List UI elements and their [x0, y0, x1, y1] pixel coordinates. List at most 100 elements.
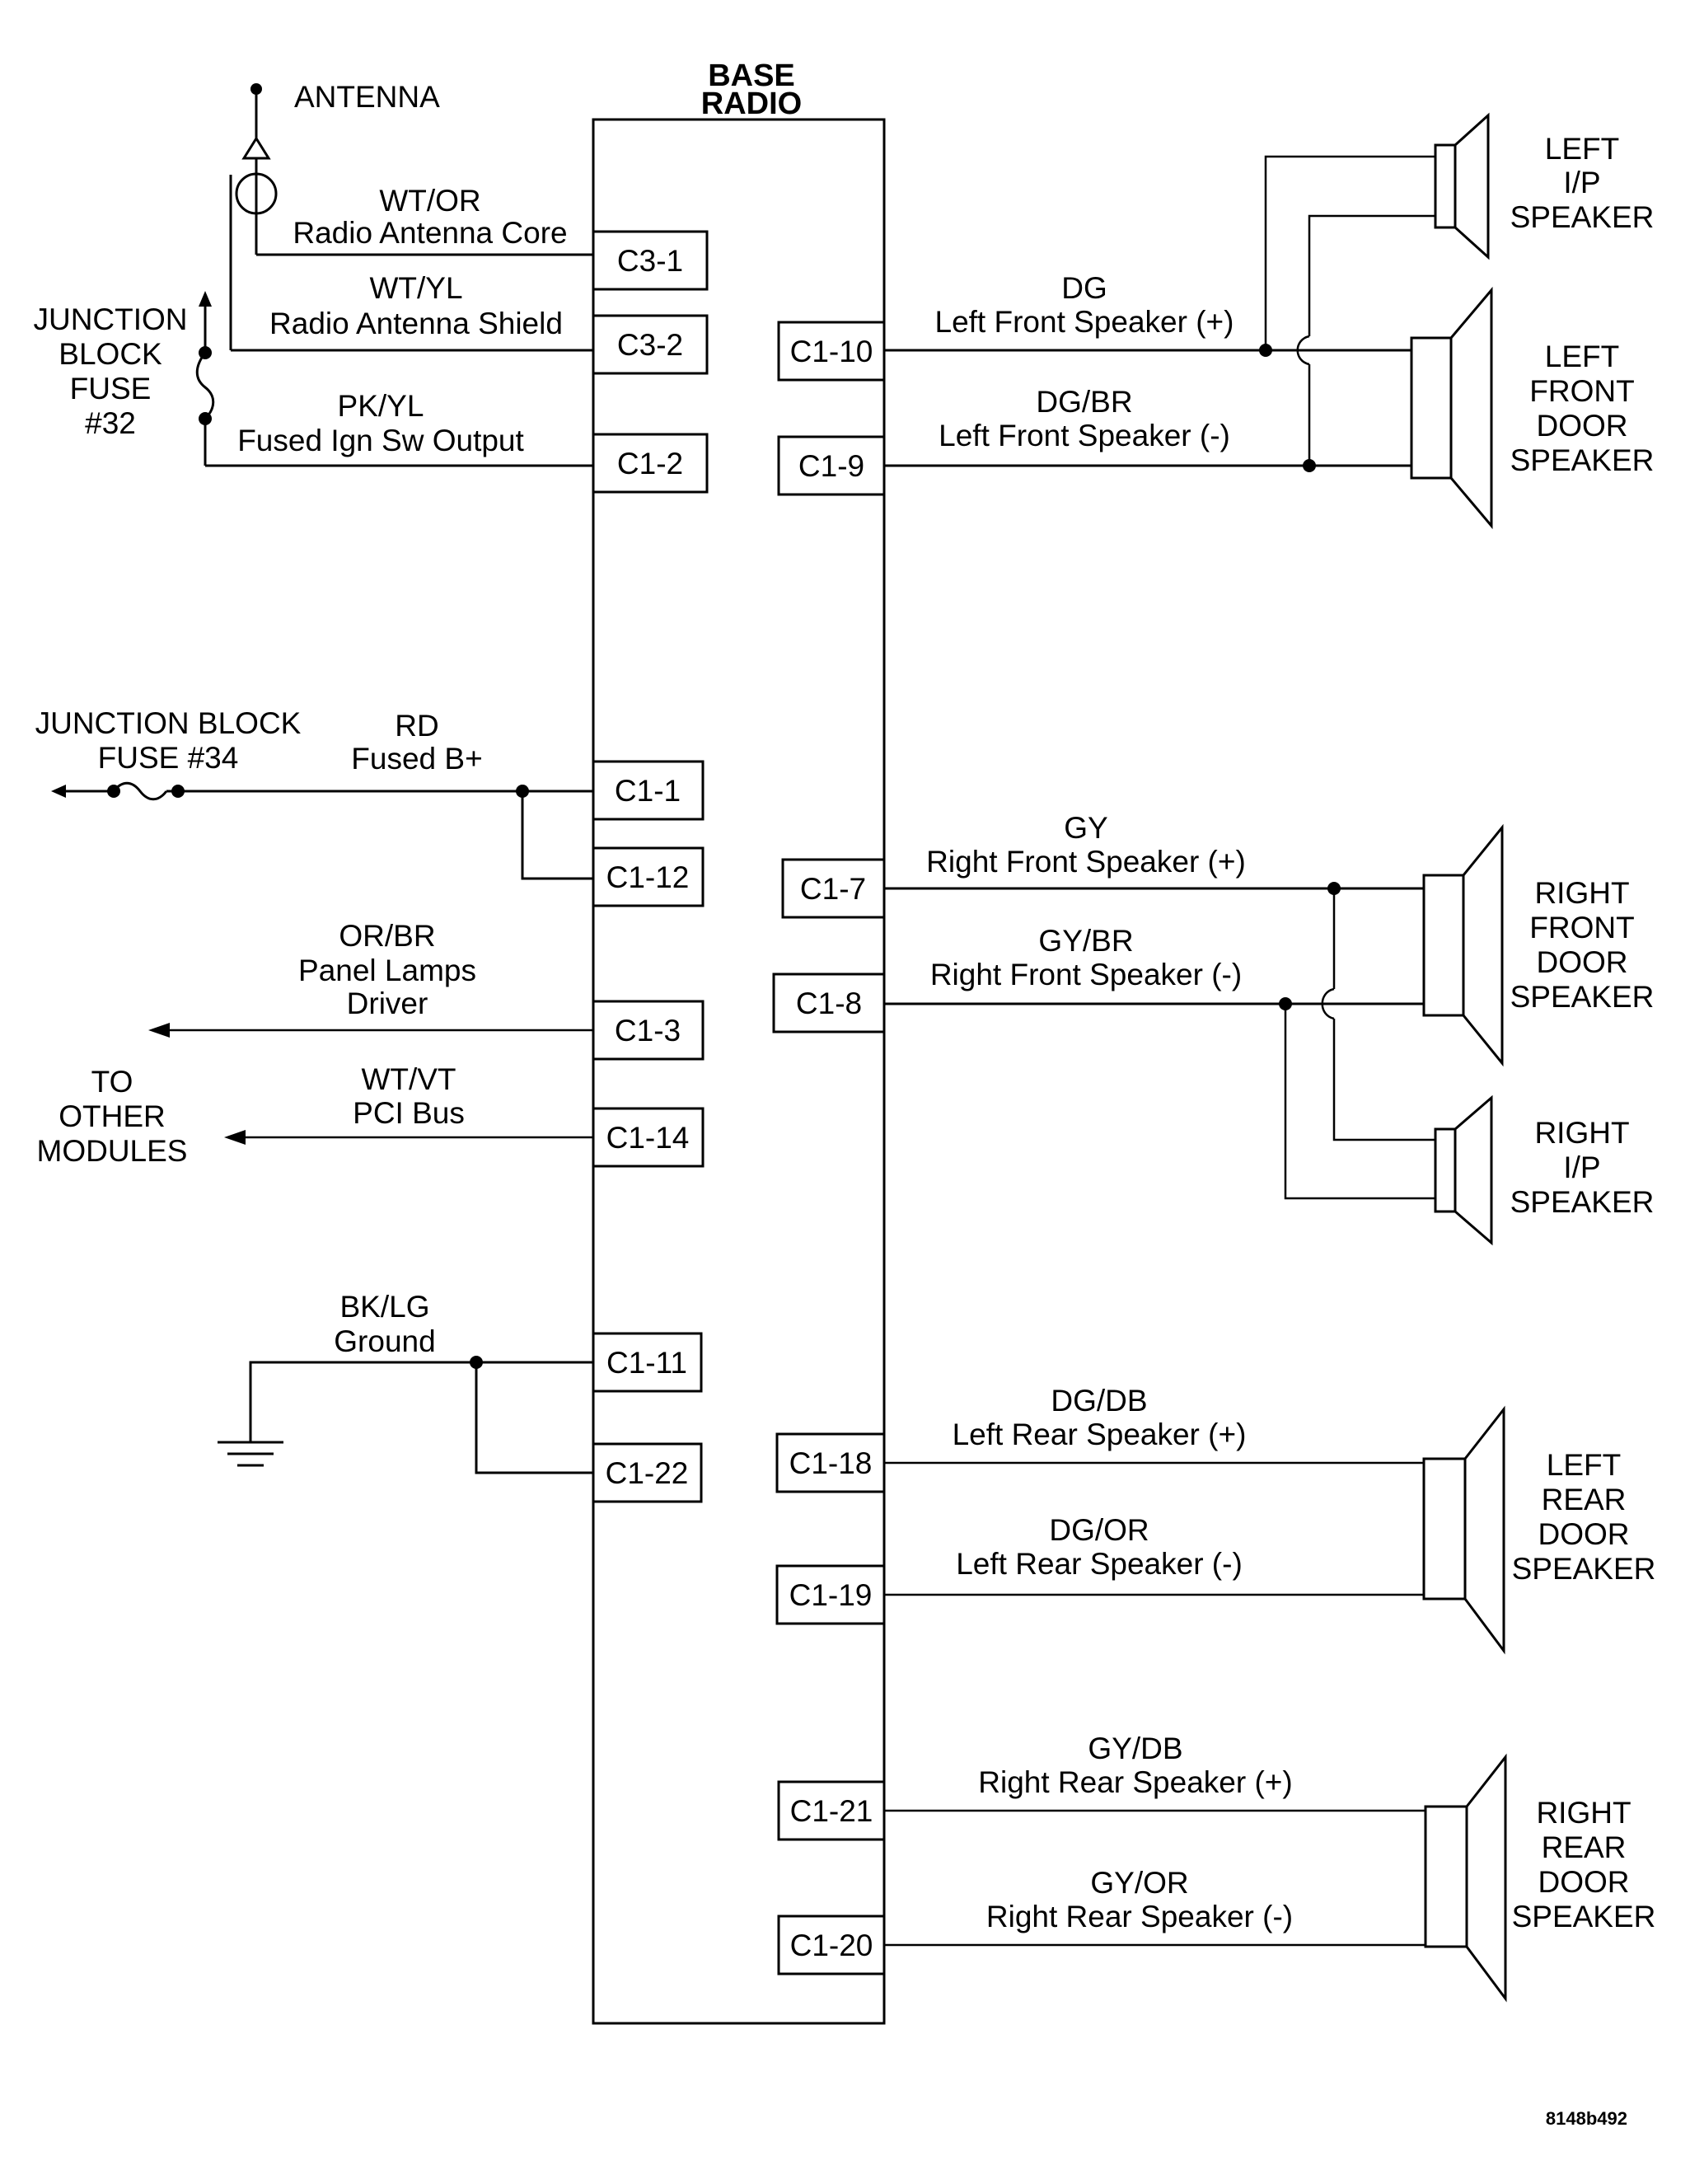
junction-32-line1: JUNCTION	[33, 302, 187, 336]
wire-rf-pos-desc: Right Front Speaker (+)	[926, 845, 1246, 879]
wire-fused-b-color: RD	[395, 709, 438, 743]
right-ip-label-1: RIGHT	[1534, 1116, 1629, 1150]
right-rear-label-2: REAR	[1542, 1830, 1627, 1864]
connector-c1-11-label: C1-11	[606, 1346, 687, 1380]
left-front-wiring	[884, 155, 1435, 472]
connector-c1-21: C1-21	[777, 1780, 886, 1841]
figure-id: 8148b492	[1546, 2108, 1627, 2129]
connector-c1-12: C1-12	[592, 846, 705, 907]
wire-rr-pos-desc: Right Rear Speaker (+)	[978, 1765, 1292, 1799]
wire-ground-color: BK/LG	[340, 1290, 430, 1324]
wire-lf-neg-desc: Left Front Speaker (-)	[939, 419, 1230, 452]
wire-ground-desc: Ground	[334, 1324, 435, 1358]
wire-antenna-shield-desc: Radio Antenna Shield	[269, 307, 563, 340]
connector-c1-2-label: C1-2	[617, 447, 683, 480]
junction-34-line1: JUNCTION BLOCK	[35, 706, 302, 740]
wire-rf-pos-color: GY	[1064, 811, 1107, 845]
right-front-door-speaker-icon	[1422, 823, 1504, 1067]
other-modules-line1: TO	[91, 1065, 133, 1099]
wire-lr-neg-color: DG/OR	[1049, 1513, 1149, 1547]
connector-c1-12-label: C1-12	[606, 860, 690, 894]
wire-rf-neg-color: GY/BR	[1038, 924, 1133, 958]
wire-rf-neg-desc: Right Front Speaker (-)	[930, 958, 1242, 991]
right-front-label-3: DOOR	[1537, 945, 1628, 979]
left-front-door-speaker-icon	[1410, 286, 1493, 530]
connector-c1-19: C1-19	[775, 1564, 886, 1625]
right-front-label-1: RIGHT	[1534, 876, 1629, 910]
antenna-symbol	[229, 83, 278, 350]
connector-c1-21-label: C1-21	[790, 1794, 873, 1828]
right-front-wiring	[884, 882, 1435, 1200]
connector-c1-10-label: C1-10	[790, 335, 873, 368]
left-rear-label-1: LEFT	[1547, 1448, 1621, 1482]
left-ip-label-1: LEFT	[1545, 132, 1619, 166]
left-ip-label-2: I/P	[1563, 166, 1600, 199]
wire-pci-bus-desc: PCI Bus	[353, 1096, 465, 1130]
connector-c1-20: C1-20	[777, 1915, 886, 1975]
left-rear-label-3: DOOR	[1538, 1517, 1630, 1551]
connector-c1-8: C1-8	[772, 972, 886, 1033]
wire-fused-b-desc: Fused B+	[351, 742, 482, 776]
wire-rr-neg-desc: Right Rear Speaker (-)	[986, 1900, 1293, 1933]
junction-32-line3: FUSE	[70, 372, 152, 405]
fuse-34-symbol	[51, 781, 185, 801]
left-ip-speaker-icon	[1434, 112, 1490, 260]
connector-c1-14: C1-14	[592, 1107, 705, 1168]
wire-panel-lamps-desc1: Panel Lamps	[298, 954, 476, 987]
connector-c1-2: C1-2	[592, 433, 709, 494]
connector-c1-11: C1-11	[592, 1332, 703, 1393]
wire-lf-neg-color: DG/BR	[1036, 385, 1132, 419]
right-ip-label-3: SPEAKER	[1510, 1185, 1655, 1219]
fuse-32-symbol	[195, 291, 215, 466]
wire-antenna-core-desc: Radio Antenna Core	[293, 216, 567, 250]
wire-ign-output-desc: Fused Ign Sw Output	[237, 424, 524, 457]
right-rear-door-speaker-icon	[1424, 1753, 1507, 2003]
connector-c1-10: C1-10	[777, 321, 886, 382]
left-rear-label-4: SPEAKER	[1512, 1552, 1656, 1586]
junction-34-line2: FUSE #34	[98, 741, 239, 775]
connector-c1-3: C1-3	[592, 1000, 705, 1061]
left-rear-label-2: REAR	[1542, 1483, 1627, 1516]
connector-c1-1-label: C1-1	[615, 774, 681, 808]
wire-ign-output-color: PK/YL	[338, 389, 424, 423]
connector-c1-9-label: C1-9	[798, 449, 864, 483]
other-modules-line3: MODULES	[37, 1134, 188, 1168]
right-front-label-4: SPEAKER	[1510, 980, 1655, 1014]
connector-c1-14-label: C1-14	[606, 1121, 690, 1155]
wire-rr-neg-color: GY/OR	[1090, 1866, 1188, 1900]
junction-32-line2: BLOCK	[59, 337, 162, 371]
wire-fused-b-c1-12	[521, 791, 593, 880]
wire-lr-pos-desc: Left Rear Speaker (+)	[953, 1418, 1247, 1451]
right-rear-label-3: DOOR	[1538, 1865, 1630, 1899]
connector-c1-20-label: C1-20	[790, 1929, 873, 1962]
connector-c1-18: C1-18	[775, 1432, 886, 1493]
wire-panel-lamps-desc2: Driver	[347, 987, 428, 1020]
base-radio-box	[592, 118, 886, 2025]
left-ip-label-3: SPEAKER	[1510, 200, 1655, 234]
connector-c1-22: C1-22	[592, 1442, 703, 1503]
connector-c1-22-label: C1-22	[606, 1456, 689, 1490]
left-front-label-1: LEFT	[1545, 340, 1619, 373]
right-front-label-2: FRONT	[1529, 911, 1634, 944]
connector-c3-2-label: C3-2	[617, 328, 683, 362]
wire-rr-pos-color: GY/DB	[1088, 1732, 1182, 1765]
left-rear-door-speaker-icon	[1422, 1405, 1505, 1655]
wire-lr-neg-desc: Left Rear Speaker (-)	[956, 1547, 1243, 1581]
connector-c3-2: C3-2	[592, 314, 709, 375]
connector-c1-19-label: C1-19	[789, 1578, 873, 1612]
left-front-label-2: FRONT	[1529, 374, 1634, 408]
ground-symbol	[218, 1441, 283, 1467]
left-front-label-4: SPEAKER	[1510, 443, 1655, 477]
connector-c1-9: C1-9	[777, 435, 886, 496]
radio-title-line1: BASE	[708, 59, 795, 93]
antenna-label: ANTENNA	[294, 80, 440, 114]
connector-c1-7-label: C1-7	[800, 872, 866, 906]
other-modules-line2: OTHER	[59, 1099, 166, 1133]
wire-panel-lamps-color: OR/BR	[339, 919, 435, 953]
right-rear-label-4: SPEAKER	[1512, 1900, 1656, 1933]
radio-title-line2: RADIO	[701, 87, 802, 121]
wire-antenna-core-color: WT/OR	[379, 184, 480, 218]
connector-c1-8-label: C1-8	[796, 987, 862, 1020]
connector-c1-7: C1-7	[781, 858, 886, 919]
